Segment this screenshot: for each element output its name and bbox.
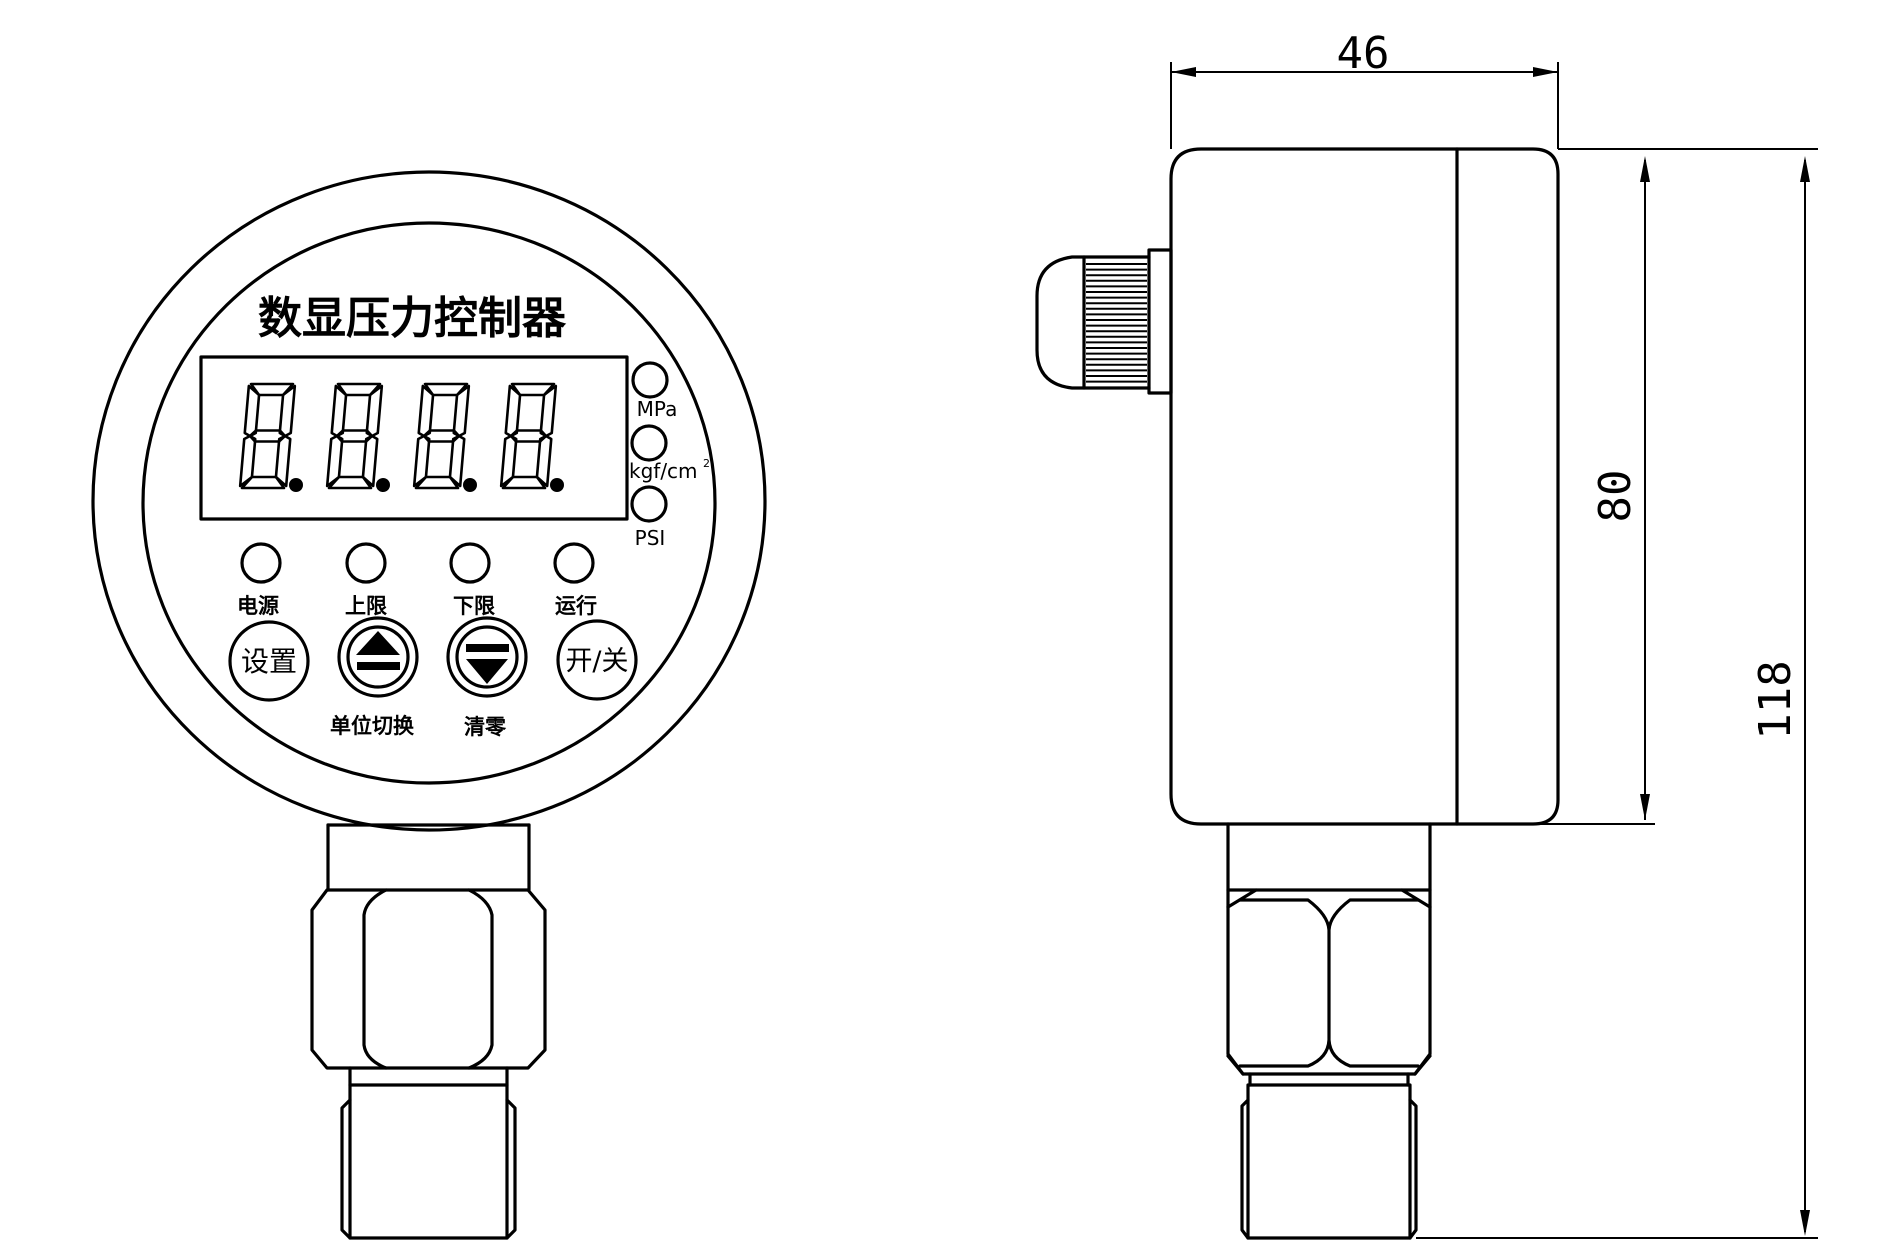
side-hex-curves: [1238, 898, 1420, 1068]
digit-4-decimal-point: [550, 478, 564, 492]
dimension-body-height: 80: [1457, 148, 1818, 825]
unit-label-kgf-superscript: 2: [703, 457, 710, 470]
cable-gland-knurl: [1086, 263, 1147, 383]
status-led-lower: [449, 542, 491, 584]
status-label-run: 运行: [555, 594, 597, 618]
dimension-width: 46: [1170, 28, 1559, 149]
stem-neck: [326, 823, 531, 892]
down-triangle-icon: [466, 659, 508, 684]
side-thread-neck: [1248, 1072, 1410, 1087]
cable-gland-base: [1147, 248, 1173, 395]
digit-1-segment-5: [238, 434, 257, 488]
outer-bezel: [91, 170, 767, 832]
unit-led-kgf: [630, 424, 668, 462]
status-indicators: 电源 上限 下限 运行: [237, 542, 597, 618]
dimension-total-height: 118: [1416, 156, 1818, 1239]
label-unit-switch: 单位切换: [330, 714, 415, 738]
digit-2-segment-7: [335, 429, 374, 443]
digit-1-decimal-point: [289, 478, 303, 492]
thread-lines: [348, 1098, 509, 1240]
digit-3-segment-5: [412, 434, 431, 488]
status-led-upper: [345, 542, 387, 584]
digit-3-segment-7: [422, 429, 461, 443]
status-label-lower: 下限: [453, 594, 495, 618]
digit-4-segment-5: [499, 434, 518, 488]
digit-1-segment-6: [243, 384, 261, 438]
cable-gland-body: [1035, 255, 1151, 390]
front-view: 数显压力控制器 MPa kgf/cm 2 PSI 电源 上限 下限 运行: [91, 170, 767, 1240]
status-led-run: [553, 542, 595, 584]
status-label-upper: 上限: [345, 594, 387, 618]
hex-nut-facets: [362, 888, 494, 1070]
set-button-label: 设置: [241, 645, 297, 678]
power-button[interactable]: 开/关: [556, 619, 638, 701]
digit-4-segment-6: [504, 384, 522, 438]
status-led-power: [240, 542, 282, 584]
digit-4-segment-2: [539, 384, 558, 438]
down-button[interactable]: [446, 616, 528, 698]
unit-label-kgf: kgf/cm: [629, 459, 698, 483]
side-view: 46 80 118: [1035, 28, 1818, 1240]
dimension-width-value: 46: [1337, 28, 1390, 79]
digit-2-decimal-point: [376, 478, 390, 492]
hex-nut: [310, 888, 547, 1070]
device-title: 数显压力控制器: [258, 293, 567, 344]
unit-led-psi: [630, 485, 668, 523]
digit-2-segment-2: [365, 384, 384, 438]
digit-3-segment-6: [417, 384, 435, 438]
digit-2-segment-6: [330, 384, 348, 438]
thread-section: [340, 1083, 517, 1240]
digit-3-segment-2: [452, 384, 471, 438]
side-neck: [1226, 822, 1432, 892]
digit-4-segment-7: [509, 429, 548, 443]
digit-1-segment-7: [248, 429, 287, 443]
status-label-power: 电源: [237, 594, 279, 618]
inner-face: [141, 221, 717, 785]
down-bar-icon: [466, 644, 509, 652]
seven-segment-digits: [238, 382, 564, 492]
unit-led-mpa: [631, 361, 669, 399]
dimension-total-height-value: 118: [1750, 660, 1801, 739]
thread-neck: [348, 1066, 509, 1087]
digit-2-segment-5: [325, 434, 344, 488]
unit-label-psi: PSI: [635, 526, 666, 550]
unit-indicators: MPa kgf/cm 2 PSI: [629, 361, 710, 550]
up-triangle-icon: [356, 631, 400, 655]
unit-label-mpa: MPa: [637, 397, 678, 421]
set-button[interactable]: 设置: [228, 620, 310, 702]
led-display: [199, 355, 629, 521]
digit-3-decimal-point: [463, 478, 477, 492]
power-button-label: 开/关: [565, 646, 628, 677]
label-zero: 清零: [464, 715, 507, 739]
digit-1-segment-2: [278, 384, 297, 438]
side-thread-lines: [1246, 1098, 1412, 1240]
up-button[interactable]: [337, 616, 419, 698]
housing-body: [1169, 147, 1560, 826]
up-bar-icon: [357, 662, 400, 670]
side-thread-section: [1240, 1083, 1418, 1240]
dimension-body-height-value: 80: [1590, 470, 1641, 523]
